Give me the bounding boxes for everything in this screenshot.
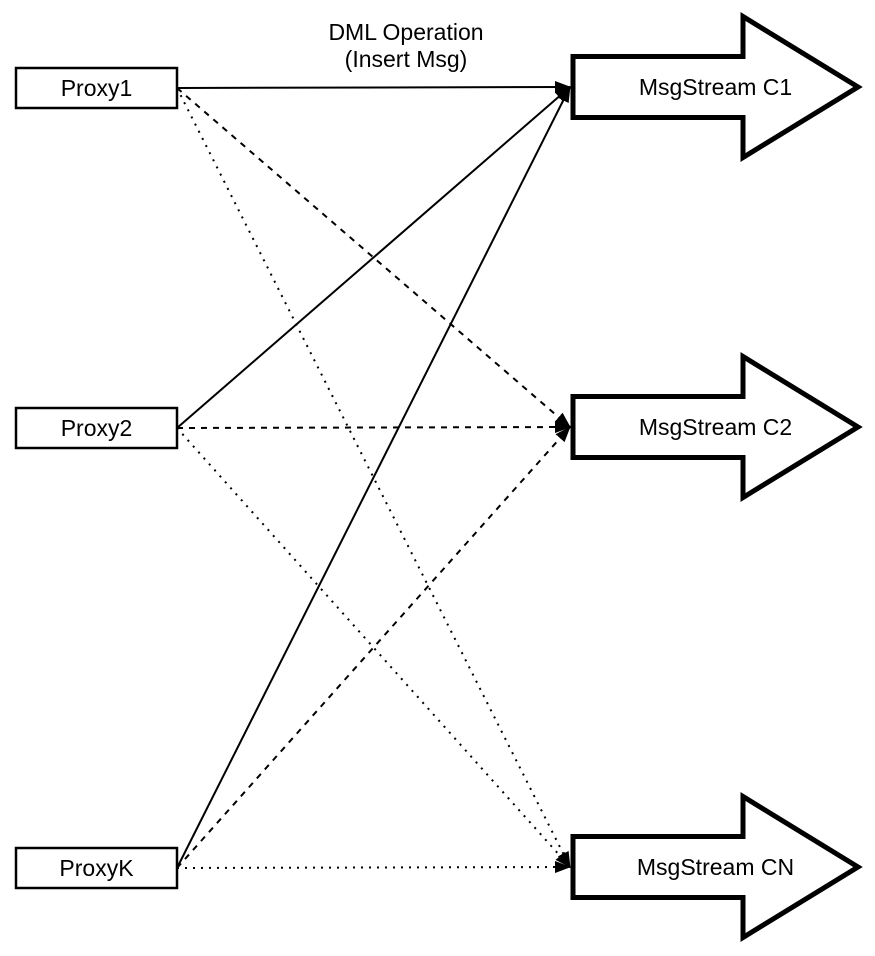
stream-arrow-cn: [570, 792, 863, 942]
edge-proxy1-cn: [176, 87, 571, 868]
edge-proxy1-c1: [176, 81, 571, 94]
proxy-label-proxyK: ProxyK: [59, 855, 134, 881]
edge-proxyK-cn: [176, 861, 571, 874]
title-line-2: (Insert Msg): [344, 46, 468, 72]
proxy-box-proxyK: [14, 846, 179, 890]
proxy-box-proxy2: [14, 406, 179, 450]
diagram-title: DML Operation (Insert Msg): [256, 19, 556, 73]
edge-proxyK-c1: [176, 86, 571, 869]
streams-layer: [570, 12, 863, 942]
labels-layer: MsgStream C1 MsgStream C2 MsgStream CN Prox…: [59, 74, 794, 881]
edge-proxy2-c2: [176, 421, 571, 434]
stream-label-c2: MsgStream C2: [639, 414, 792, 440]
stream-arrow-c1: [570, 12, 863, 162]
edge-proxyK-c2: [176, 426, 571, 869]
proxy-label-proxy1: Proxy1: [61, 75, 133, 101]
title-line-1: DML Operation: [328, 19, 484, 45]
stream-arrow-c2: [570, 352, 863, 502]
edge-proxy2-c1: [176, 86, 571, 429]
stream-label-cn: MsgStream CN: [637, 854, 794, 880]
edge-proxy1-c2: [176, 87, 571, 428]
proxy-box-proxy1: [14, 66, 179, 110]
stream-label-c1: MsgStream C1: [639, 74, 792, 100]
proxies-layer: [14, 66, 179, 890]
edges-layer: [176, 81, 571, 874]
proxy-label-proxy2: Proxy2: [61, 415, 133, 441]
